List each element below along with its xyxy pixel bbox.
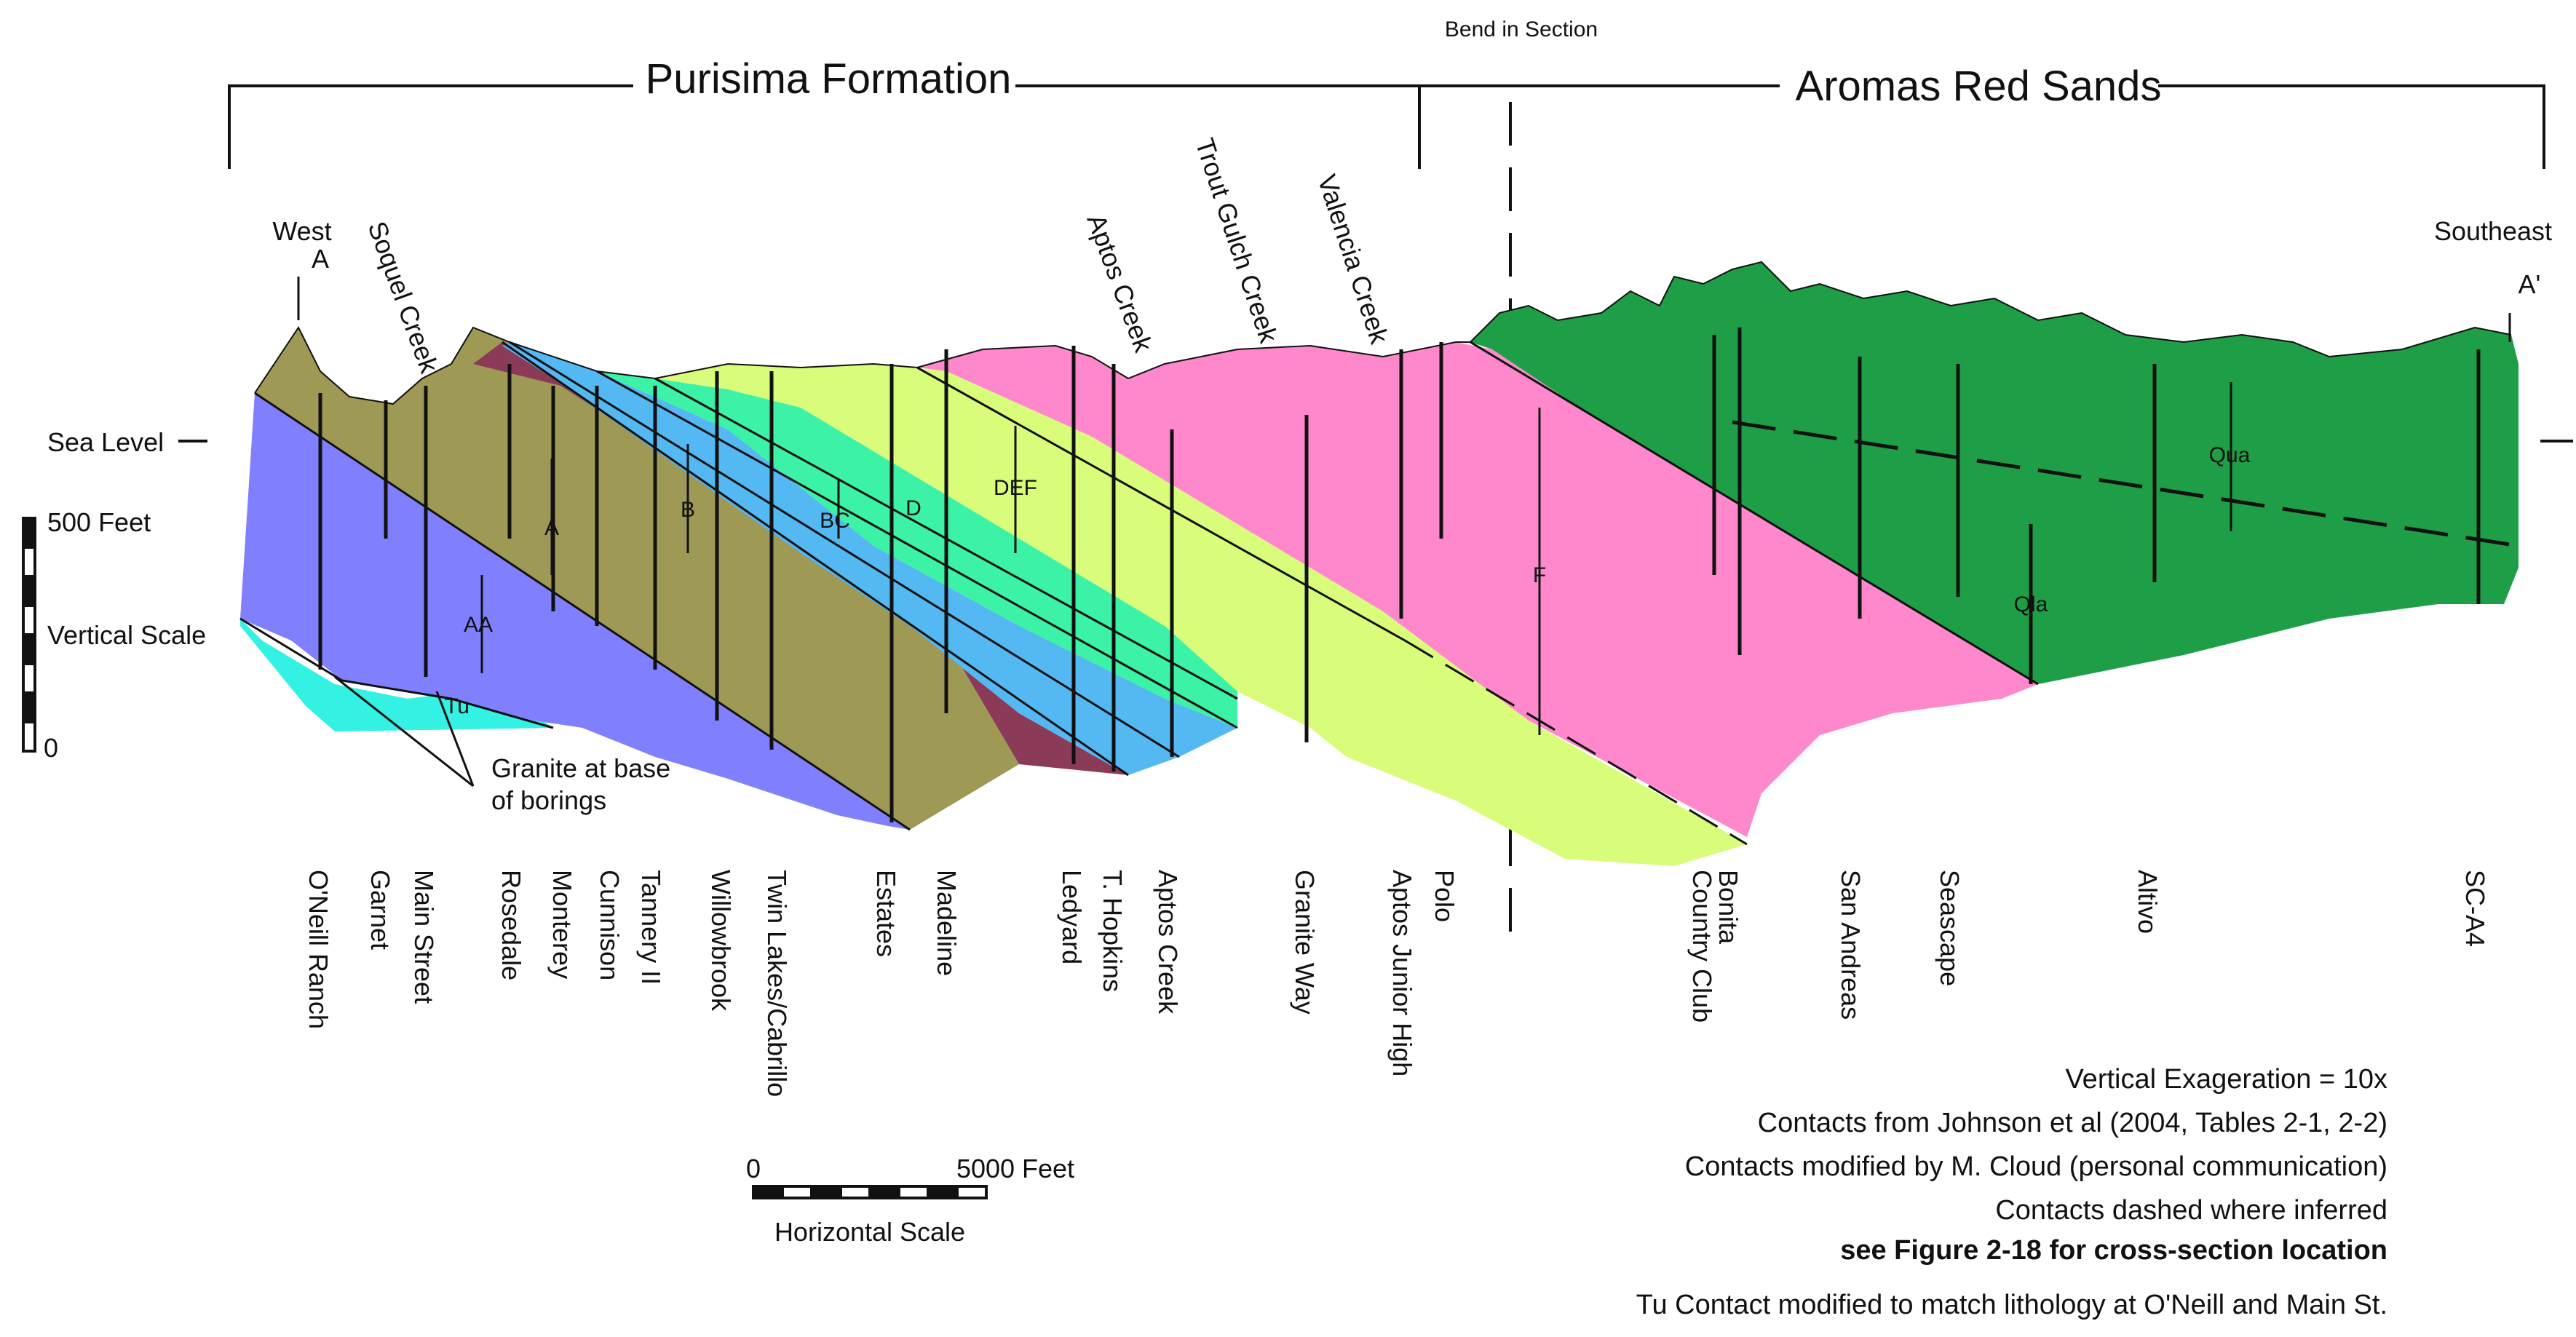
unit-label-f: F [1533, 563, 1546, 587]
east-marker-a-prime: A' [2518, 269, 2541, 299]
well-cunnison: Cunnison [595, 870, 625, 980]
bend-in-section-label: Bend in Section [1445, 17, 1598, 41]
well-t-hopkins: T. Hopkins [1098, 870, 1128, 992]
unit-label-bc: BC [820, 509, 850, 533]
well-willowbrook: Willowbrook [706, 870, 736, 1012]
west-label: West [272, 216, 331, 246]
well-rosedale: Rosedale [496, 870, 526, 980]
unit-f [917, 342, 2038, 837]
note-contacts-modified: Contacts modified by M. Cloud (personal … [1685, 1151, 2387, 1182]
unit-label-a: A [544, 516, 559, 540]
granite-note-line1: Granite at base [491, 753, 670, 783]
well-aptos-junior-high: Aptos Junior High [1387, 870, 1417, 1076]
unit-label-tu: Tu [445, 694, 469, 718]
well-sc-a4: SC-A4 [2460, 870, 2490, 947]
well-granite-way: Granite Way [1290, 870, 1320, 1015]
well-estates: Estates [871, 870, 901, 957]
vertical-scale-top: 500 Feet [47, 507, 151, 537]
well-oneill-ranch: O'Neill Ranch [304, 870, 333, 1029]
well-ledyard: Ledyard [1057, 870, 1087, 964]
creek-label-aptos: Aptos Creek [1081, 210, 1159, 357]
note-contacts-dashed: Contacts dashed where inferred [1995, 1195, 2387, 1226]
unit-label-qua: Qua [2209, 443, 2251, 467]
unit-def [655, 364, 1747, 866]
east-label: Southeast [2434, 216, 2552, 246]
notes-block: Vertical Exageration = 10x Contacts from… [1636, 1064, 2387, 1320]
creek-label-valencia: Valencia Creek [1312, 171, 1395, 348]
well-garnet: Garnet [365, 870, 395, 950]
aromas-red-sands-label: Aromas Red Sands [1796, 63, 2162, 110]
unit-label-d: D [905, 496, 922, 520]
note-contacts-source: Contacts from Johnson et al (2004, Table… [1758, 1108, 2387, 1138]
unit-label-b: B [681, 498, 695, 522]
vertical-scale-label: Vertical Scale [47, 620, 206, 650]
unit-label-qla: Qla [2014, 592, 2048, 616]
well-monterey: Monterey [547, 870, 577, 979]
horizontal-scale-label: Horizontal Scale [774, 1217, 965, 1247]
unit-a [255, 328, 1019, 830]
vertical-scale-bar [22, 517, 36, 753]
creek-label-trout-gulch: Trout Gulch Creek [1189, 135, 1284, 347]
well-sticks [318, 328, 2481, 822]
unit-aromas [1470, 262, 2518, 684]
thickness-arrows [480, 382, 2232, 735]
well-san-andreas: San Andreas [1836, 870, 1866, 1020]
creek-label-soquel: Soquel Creek [362, 218, 444, 378]
granite-note-line2: of borings [491, 785, 606, 815]
well-madeline: Madeline [932, 870, 962, 976]
vertical-scale-bottom: 0 [44, 733, 58, 763]
well-seascape: Seascape [1935, 870, 1965, 986]
well-tannery-ii: Tannery II [636, 870, 666, 985]
well-twin-lakes-cabrillo: Twin Lakes/Cabrillo [762, 870, 792, 1097]
note-vertical-exaggeration: Vertical Exageration = 10x [2065, 1064, 2387, 1095]
note-tu-contact: Tu Contact modified to match lithology a… [1636, 1290, 2387, 1320]
horizontal-scale-left: 0 [746, 1154, 761, 1183]
unit-label-def: DEF [994, 476, 1037, 500]
horizontal-scale-bar [752, 1185, 988, 1199]
note-figure-reference: see Figure 2-18 for cross-section locati… [1840, 1235, 2387, 1266]
geologic-units [239, 261, 2519, 866]
sea-level-label: Sea Level [47, 427, 164, 457]
well-altivo: Altivo [2133, 870, 2163, 934]
well-aptos-creek: Aptos Creek [1153, 870, 1183, 1015]
well-country-club: Country Club [1687, 870, 1717, 1023]
well-names: O'Neill Ranch Garnet Main Street Rosedal… [304, 870, 2490, 1097]
granite-callout-lines [334, 675, 475, 787]
well-bonita: Bonita [1713, 870, 1743, 945]
west-marker-a: A [312, 244, 329, 274]
horizontal-scale-right: 5000 Feet [956, 1154, 1074, 1183]
unit-label-aa: AA [464, 613, 493, 637]
well-main-street: Main Street [409, 870, 439, 1004]
purisima-formation-label: Purisima Formation [646, 55, 1012, 103]
unit-aa [240, 393, 910, 830]
well-polo: Polo [1430, 870, 1459, 922]
